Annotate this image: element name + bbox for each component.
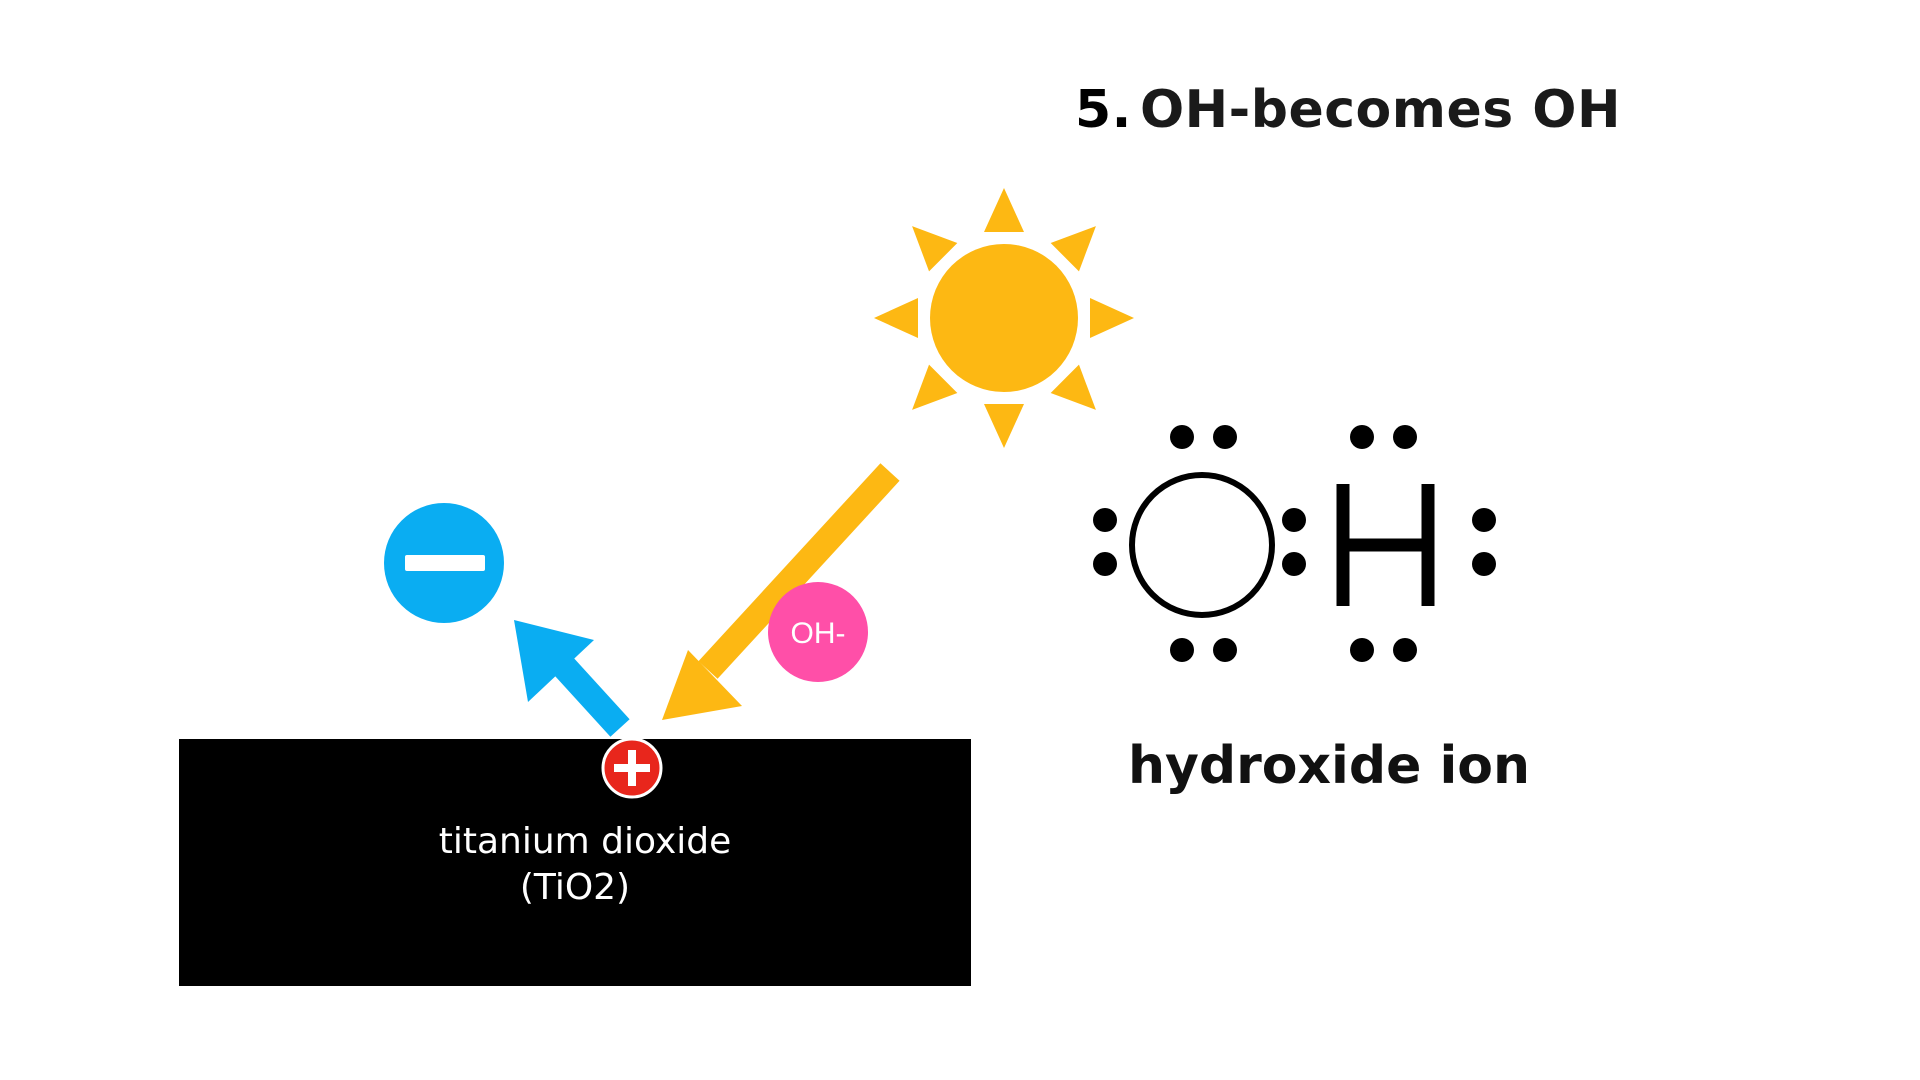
sun-icon: [874, 188, 1134, 448]
surface-label-line2: (TiO2): [519, 867, 631, 908]
light-arrow-icon: [662, 463, 900, 720]
hydroxide-ion-caption: hydroxide ion: [1128, 736, 1531, 796]
electron-dots: [1093, 425, 1496, 662]
oh-minus-bubble: OH-: [768, 582, 868, 682]
surface-label: titanium dioxide (TiO2): [179, 819, 971, 911]
lewis-structure: [1093, 425, 1496, 662]
surface-label-line1: titanium dioxide: [438, 821, 732, 862]
step-number: 5.: [1075, 80, 1132, 140]
electron-arrow-icon: [514, 620, 630, 737]
sun-disc: [930, 244, 1078, 392]
electron-minus-icon: [384, 503, 504, 623]
oh-minus-label: OH-: [791, 617, 846, 650]
hole-plus-icon: [601, 737, 663, 799]
slide-title: 5.OH-becomes OH: [1075, 80, 1621, 140]
titanium-dioxide-surface: titanium dioxide (TiO2): [179, 739, 971, 986]
title-text: OH-becomes OH: [1139, 80, 1622, 140]
sun-rays: [874, 188, 1134, 448]
hydrogen-letter-h: [1336, 484, 1435, 606]
oxygen-atom-ring: [1129, 472, 1275, 618]
